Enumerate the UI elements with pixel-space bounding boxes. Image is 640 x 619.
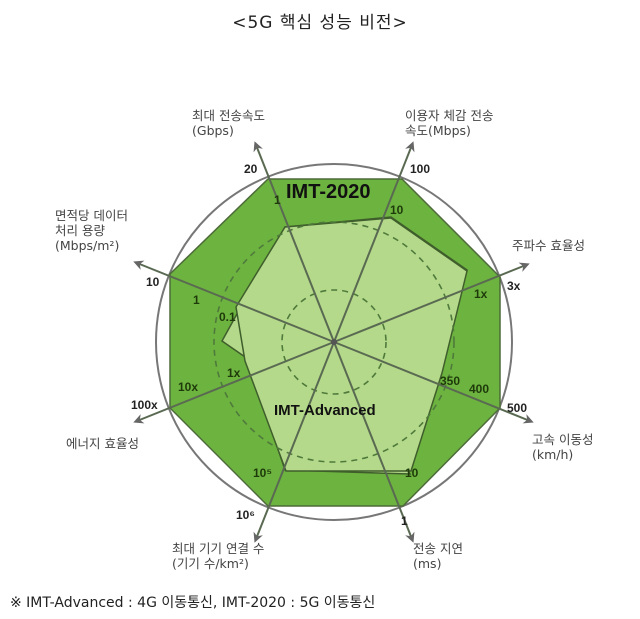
imt2020-label: IMT-2020	[286, 181, 371, 203]
tick-spectrum-advanced: 1x	[474, 287, 488, 301]
axis-label-latency: 전송 지연(ms)	[413, 541, 463, 571]
tick-mobility-mid: 400	[469, 382, 490, 396]
footnote: ※ IMT-Advanced : 4G 이동통신, IMT-2020 : 5G …	[10, 595, 376, 611]
dashed-ring-inner	[281, 289, 387, 395]
axis-label-spectrum-efficiency: 주파수 효율성	[512, 238, 585, 253]
tick-energy-advanced: 1x	[227, 366, 241, 380]
center-point	[331, 339, 337, 345]
tick-area-traffic-2020: 10	[146, 275, 160, 289]
tick-latency-2020: 1	[401, 514, 408, 528]
tick-latency-advanced: 10	[405, 466, 419, 480]
imt-advanced-polygon-shape	[235, 217, 468, 472]
tick-user-rate-advanced: 10	[390, 203, 404, 217]
axis-lines	[133, 141, 534, 543]
tick-area-traffic-mid: 1	[193, 293, 200, 307]
tick-peak-rate-2020: 20	[244, 162, 258, 176]
tick-energy-mid: 10x	[178, 380, 199, 394]
axis-label-energy-efficiency: 에너지 효율성	[66, 436, 139, 451]
page-title: <5G 핵심 성능 비전>	[232, 13, 408, 33]
dashed-ring-outer	[213, 221, 455, 463]
tick-user-rate-2020: 100	[410, 162, 431, 176]
tick-mobility-2020: 500	[507, 401, 528, 415]
imt-advanced-label: IMT-Advanced	[274, 402, 376, 419]
tick-area-traffic-advanced: 0.1	[219, 310, 236, 324]
outer-circle	[155, 163, 513, 521]
tick-connection-advanced: 10⁵	[253, 466, 272, 480]
axis-label-connection-density: 최대 기기 연결 수(기기 수/km²)	[172, 541, 265, 571]
tick-spectrum-2020: 3x	[507, 279, 521, 293]
tick-peak-rate-advanced: 1	[274, 193, 281, 207]
tick-mobility-advanced: 350	[440, 374, 461, 388]
axis-label-peak-rate: 최대 전송속도(Gbps)	[192, 108, 265, 138]
tick-energy-2020: 100x	[131, 398, 158, 412]
tick-connection-2020: 10⁶	[236, 508, 255, 522]
axis-label-mobility: 고속 이동성(km/h)	[532, 432, 594, 462]
